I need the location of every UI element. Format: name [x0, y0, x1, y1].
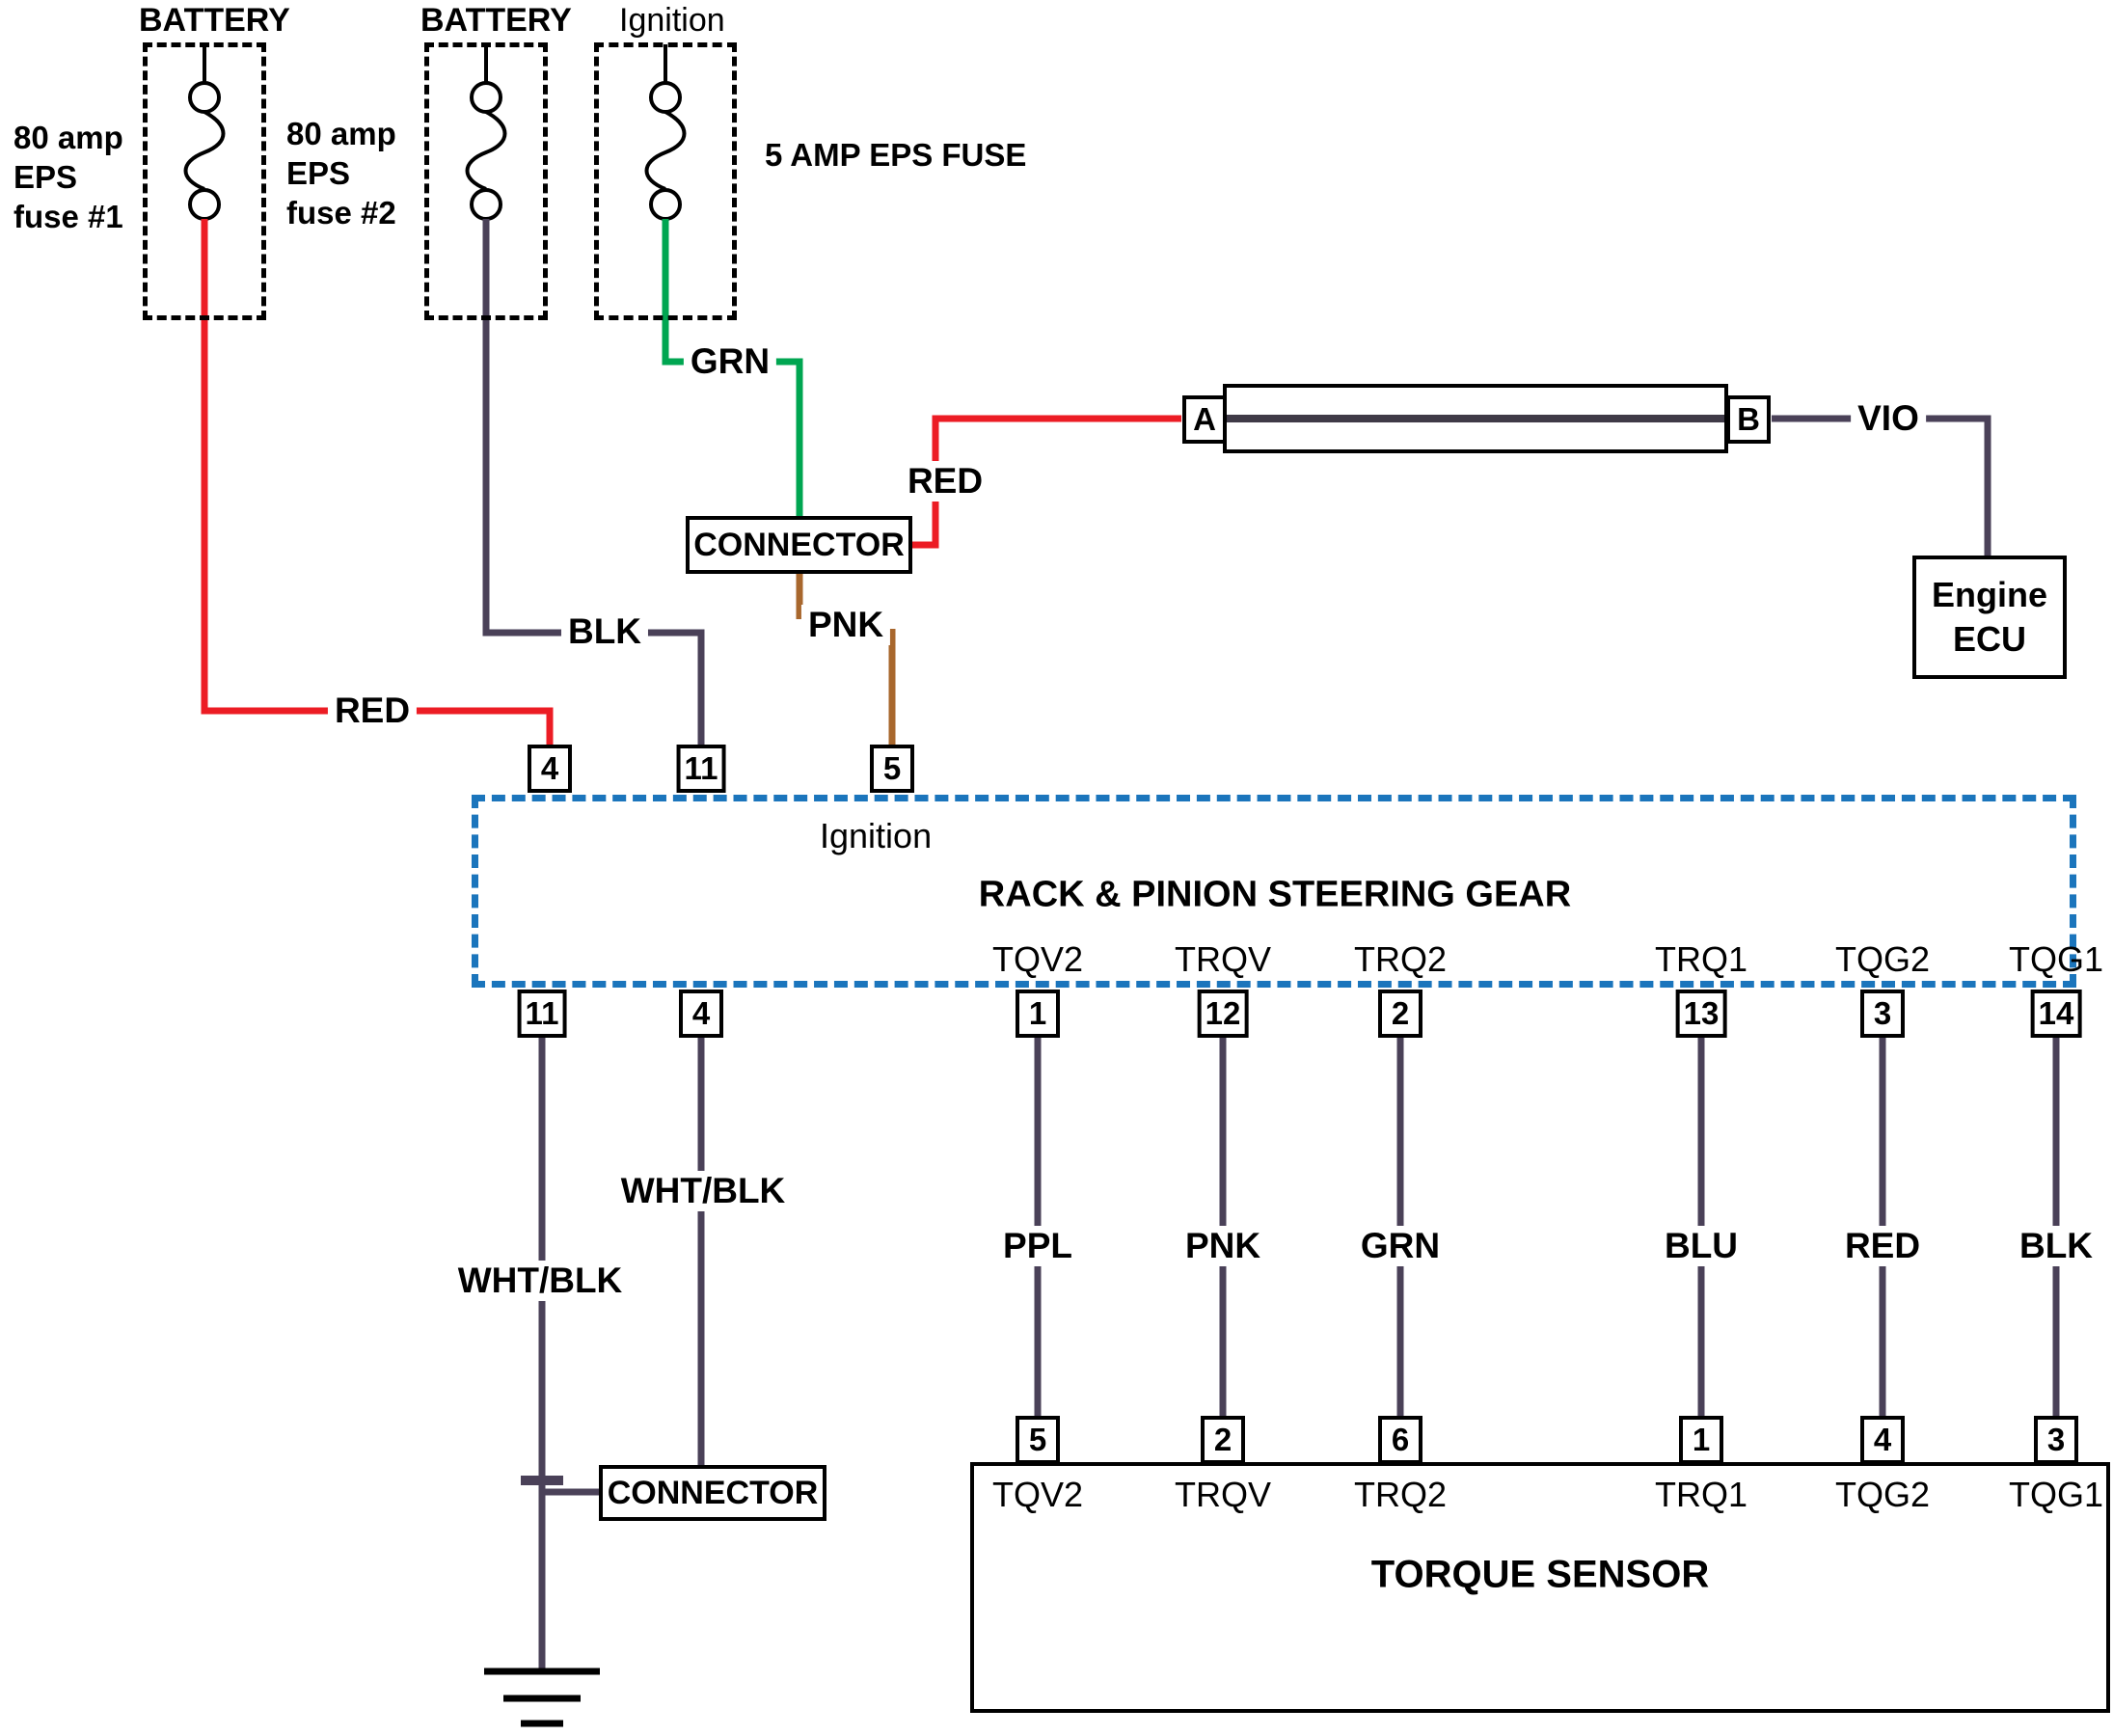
fuse2-title: BATTERY: [420, 2, 572, 39]
gear-signal-tqv2: TQV2: [991, 939, 1084, 979]
fuse3-label-line1: 5 AMP EPS FUSE: [765, 137, 1027, 173]
fuse-box-battery-1: [143, 42, 266, 320]
gear-ignition-label: Ignition: [820, 816, 933, 855]
wire-label-pnk: PNK: [800, 605, 891, 645]
sensor-signal-tqg2: TQG2: [1834, 1475, 1931, 1514]
ecu-line1: Engine: [1931, 575, 2047, 614]
gear-title: RACK & PINION STEERING GEAR: [978, 874, 1572, 915]
gear-pin-14: 14: [2030, 990, 2082, 1038]
fuse3-title: Ignition: [619, 2, 725, 39]
link-bar: [1223, 384, 1728, 453]
sensor-signal-tqg1: TQG1: [2008, 1475, 2104, 1514]
link-terminal-b: B: [1726, 395, 1771, 444]
gear-pin-13: 13: [1675, 990, 1727, 1038]
wire-label-vio: VIO: [1851, 398, 1926, 439]
fuse-symbol-3: [644, 44, 687, 221]
fuse2-label-line3: fuse #2: [286, 195, 396, 231]
sensor-signal-tqv2: TQV2: [991, 1475, 1084, 1514]
fuse-symbol-2: [465, 44, 507, 221]
wire-label-whtblk-left: WHT/BLK: [450, 1261, 630, 1301]
wire-vio-to-ecu: [1772, 415, 1991, 556]
fuse1-label-line2: EPS: [14, 159, 78, 195]
connector-top: CONNECTOR: [686, 516, 912, 574]
sensor-pin-3: 3: [2034, 1416, 2078, 1464]
sensor-pin-4: 4: [1860, 1416, 1905, 1464]
gear-pin-1: 1: [1016, 990, 1060, 1038]
sensor-title: TORQUE SENSOR: [1370, 1553, 1710, 1596]
sensor-signal-trqv: TRQV: [1174, 1475, 1272, 1514]
link-terminal-a: A: [1182, 395, 1227, 444]
wire-label-red3: RED: [1837, 1226, 1928, 1266]
wire-label-blk: BLK: [560, 611, 649, 652]
gear-signal-trqv: TRQV: [1174, 939, 1272, 979]
gear-signal-trq2: TRQ2: [1353, 939, 1448, 979]
steering-gear-box: [472, 795, 2076, 988]
fuse2-label: 80 amp EPS fuse #2: [286, 114, 396, 232]
gear-signal-tqg1: TQG1: [2008, 939, 2104, 979]
gear-signal-trq1: TRQ1: [1654, 939, 1748, 979]
ground-symbol: [484, 1668, 600, 1727]
gear-top-pin-5: 5: [870, 745, 914, 793]
gear-top-pin-11: 11: [676, 745, 726, 793]
gear-pin-2: 2: [1378, 990, 1422, 1038]
fuse-box-battery-2: [424, 42, 548, 320]
gear-top-pin-4: 4: [528, 745, 572, 793]
fuse1-label: 80 amp EPS fuse #1: [14, 118, 123, 236]
ecu-line2: ECU: [1952, 619, 2026, 659]
wire-label-ppl: PPL: [996, 1226, 1079, 1266]
fuse2-label-line1: 80 amp: [286, 116, 396, 151]
wire-label-blk2: BLK: [2012, 1226, 2100, 1266]
sensor-pin-5: 5: [1016, 1416, 1060, 1464]
fuse-box-ignition: [594, 42, 737, 320]
engine-ecu-box: Engine ECU: [1912, 556, 2067, 679]
wire-label-grn2: GRN: [1353, 1226, 1448, 1266]
fuse1-label-line3: fuse #1: [14, 199, 123, 234]
wire-label-red1: RED: [327, 691, 418, 731]
sensor-pin-6: 6: [1378, 1416, 1422, 1464]
gear-pin-12: 12: [1197, 990, 1249, 1038]
sensor-signal-trq1: TRQ1: [1654, 1475, 1748, 1514]
gear-signal-tqg2: TQG2: [1834, 939, 1931, 979]
link-bar-conductor: [1227, 415, 1724, 422]
fuse1-label-line1: 80 amp: [14, 120, 123, 155]
gear-bottom-pin-11: 11: [517, 990, 567, 1038]
fuse-symbol-1: [183, 44, 226, 221]
wire-label-whtblk-right: WHT/BLK: [613, 1171, 793, 1211]
fuse1-title: BATTERY: [139, 2, 290, 39]
sensor-pin-1: 1: [1679, 1416, 1723, 1464]
connector-bottom: CONNECTOR: [599, 1465, 826, 1521]
sensor-pin-2: 2: [1201, 1416, 1245, 1464]
torque-sensor-box: [970, 1462, 2110, 1713]
wire-label-grn: GRN: [683, 341, 777, 382]
wire-label-blu: BLU: [1657, 1226, 1746, 1266]
gear-pin-3: 3: [1860, 990, 1905, 1038]
wire-label-pnk2: PNK: [1178, 1226, 1268, 1266]
gear-bottom-pin-4: 4: [679, 990, 723, 1038]
wire-label-red2: RED: [900, 461, 990, 502]
fuse3-label: 5 AMP EPS FUSE: [765, 135, 1026, 175]
fuse2-label-line2: EPS: [286, 155, 351, 191]
sensor-signal-trq2: TRQ2: [1353, 1475, 1448, 1514]
